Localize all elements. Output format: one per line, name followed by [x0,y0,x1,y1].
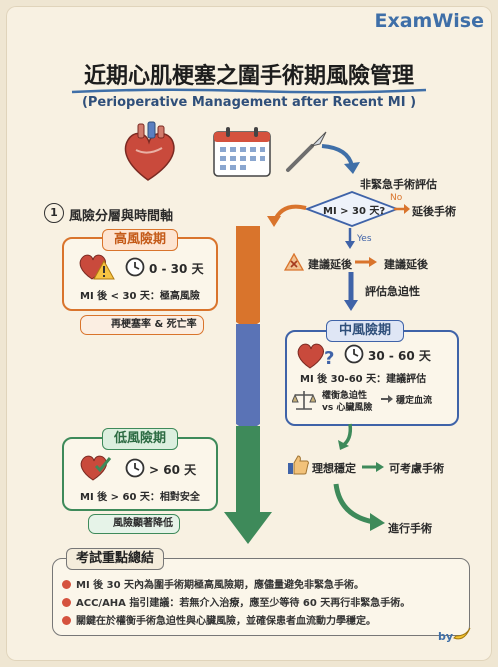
suggest-delay-result-label: 建議延後 [384,258,428,271]
summary-box [52,558,470,636]
low-risk-title: 低風險期 [102,428,178,450]
heart-bullet-icon [62,598,71,607]
anatomical-heart-icon [124,121,175,181]
decision-diamond [305,191,399,227]
low-risk-pill: 風險顯著降低 [88,514,180,534]
green-large-arrow-icon [333,483,385,531]
decision-label: MI > 30 天? [323,206,386,217]
calendar-icon [213,127,271,177]
high-risk-title: 高風險期 [102,229,178,251]
balance-result: 穩定血流 [396,396,433,406]
clock-icon [125,458,145,478]
proceed-surgery-label: 進行手術 [388,522,432,535]
clock-icon [125,257,145,277]
section-number: 1 [44,203,64,223]
balance-scale-icon [292,391,316,410]
heart-bullet-icon [62,580,71,589]
page-subtitle: (Perioperative Management after Recent M… [81,95,417,110]
by-label: by [438,630,454,643]
heart-question-icon: ? [297,343,334,369]
mid-risk-desc: MI 後 30-60 天：建議評估 [300,374,427,385]
arrow-down-icon [345,228,355,249]
warning-icon [284,253,304,271]
healthy-heart-icon [80,455,112,481]
thumbs-up-icon [288,455,309,475]
balance-urgency: 權衡急迫性 [322,391,368,401]
summary-item: MI 後 30 天內為圍手術期極高風險期，應儘量避免非緊急手術。 [62,576,364,591]
page-title: 近期心肌梗塞之圍手術期風險管理 [83,64,414,89]
consider-surgery-label: 可考慮手術 [389,462,444,475]
mid-risk-title: 中風險期 [326,320,404,342]
non-emergency-label: 非緊急手術評估 [360,178,437,191]
low-risk-desc: MI 後 > 60 天：相對安全 [80,492,200,503]
arrow-right-icon [381,395,393,403]
orange-curved-arrow-icon [267,204,307,227]
summary-item: 關鍵在於權衡手術急迫性與心臟風險，並確保患者血流動力學穩定。 [62,612,376,627]
yes-label: Yes [357,234,372,244]
heart-bullet-icon [62,616,71,625]
clock-icon [344,344,364,364]
no-label: No [390,193,403,203]
green-curved-arrow-icon [338,423,353,450]
arrow-right-icon [394,204,410,214]
arrow-down-icon [344,272,358,311]
timeline-arrow [224,226,272,544]
suggest-delay-label: 建議延後 [308,258,352,271]
delay-surgery-label: 延後手術 [412,205,456,218]
scalpel-icon [286,131,327,172]
title-underline [71,88,427,94]
curved-arrow-icon [321,144,360,174]
low-risk-days: > 60 天 [149,463,197,477]
banana-icon [453,627,471,640]
high-risk-days: 0 - 30 天 [149,262,204,276]
svg-text:?: ? [324,348,334,369]
high-risk-desc: MI 後 < 30 天：極高風險 [80,291,200,302]
high-risk-pill: 再梗塞率 & 死亡率 [80,315,204,335]
summary-item: ACC/AHA 指引建議：若無介入治療，應至少等待 60 天再行非緊急手術。 [62,594,410,609]
mid-risk-days: 30 - 60 天 [368,349,431,363]
section-title: 風險分層與時間軸 [69,209,174,224]
ideal-stable-label: 理想穩定 [312,462,356,475]
brand-logo: ExamWise [374,10,484,32]
arrow-right-icon [362,462,384,472]
assess-urgency-label: 評估急迫性 [365,285,420,298]
heart-warning-icon [79,254,115,280]
summary-title: 考試重點總結 [66,548,164,570]
balance-cardiac: vs 心臟風險 [322,403,373,413]
arrow-right-icon [355,257,377,267]
